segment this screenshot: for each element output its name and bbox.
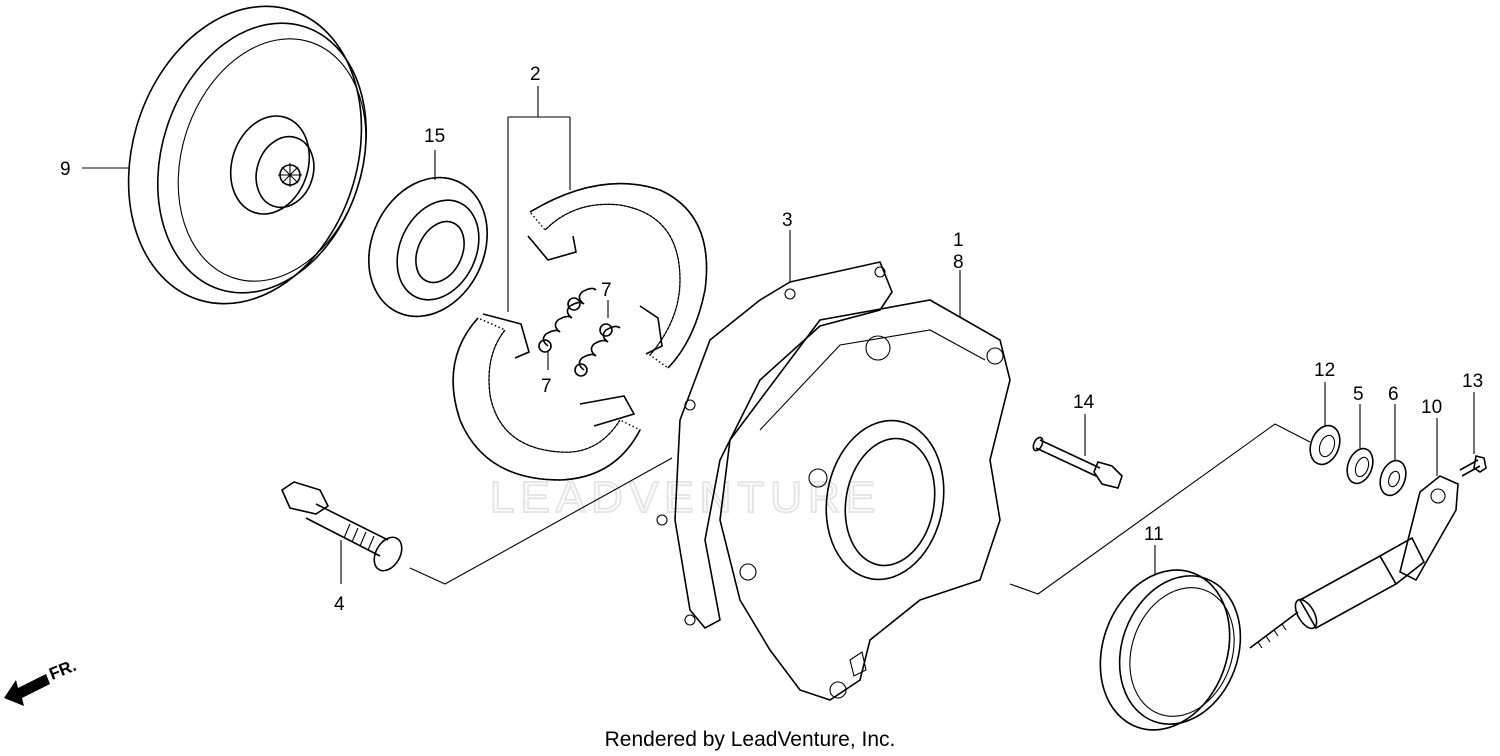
- callout-13: 13: [1462, 371, 1483, 392]
- front-label: FR.: [46, 656, 79, 684]
- front-arrow-icon: [4, 674, 50, 706]
- part-6-washer[interactable]: [1376, 457, 1411, 499]
- part-11-seal[interactable]: [1079, 552, 1261, 749]
- part-4-cam-shaft[interactable]: [280, 481, 407, 576]
- callout-5: 5: [1353, 384, 1364, 405]
- footer-credit: Rendered by LeadVenture, Inc.: [605, 728, 896, 751]
- part-7-springs[interactable]: [538, 287, 621, 377]
- callout-6: 6: [1388, 384, 1399, 405]
- callout-7-upper: 7: [601, 280, 612, 301]
- callout-7-lower: 7: [541, 376, 552, 397]
- callout-15: 15: [424, 126, 445, 147]
- assembly-line-right: [1009, 423, 1311, 595]
- callout-14: 14: [1073, 392, 1095, 413]
- callout-3: 3: [782, 210, 793, 231]
- part-2-brake-shoes[interactable]: [452, 182, 708, 481]
- part-3-gasket[interactable]: [656, 261, 893, 630]
- leader-2: [507, 86, 571, 312]
- front-direction-indicator: FR.: [4, 656, 79, 706]
- part-15-bearing[interactable]: [347, 158, 509, 336]
- callout-9: 9: [60, 159, 71, 180]
- callout-8: 8: [953, 252, 964, 273]
- part-1-8-brake-housing[interactable]: [719, 299, 1011, 701]
- callout-11: 11: [1144, 524, 1164, 545]
- callout-4: 4: [334, 594, 345, 615]
- part-12-seal[interactable]: [1305, 421, 1345, 468]
- part-5-collar[interactable]: [1343, 445, 1378, 487]
- part-13-bolt[interactable]: [1459, 455, 1487, 477]
- callout-2: 2: [530, 64, 541, 85]
- callout-10: 10: [1421, 397, 1442, 418]
- callout-12: 12: [1314, 360, 1335, 381]
- part-9-brake-drum[interactable]: [92, 0, 400, 334]
- assembly-line-left: [409, 457, 673, 585]
- part-10-brake-arm[interactable]: [1249, 475, 1459, 649]
- callout-1: 1: [953, 230, 964, 251]
- part-14-bolt[interactable]: [1031, 436, 1123, 489]
